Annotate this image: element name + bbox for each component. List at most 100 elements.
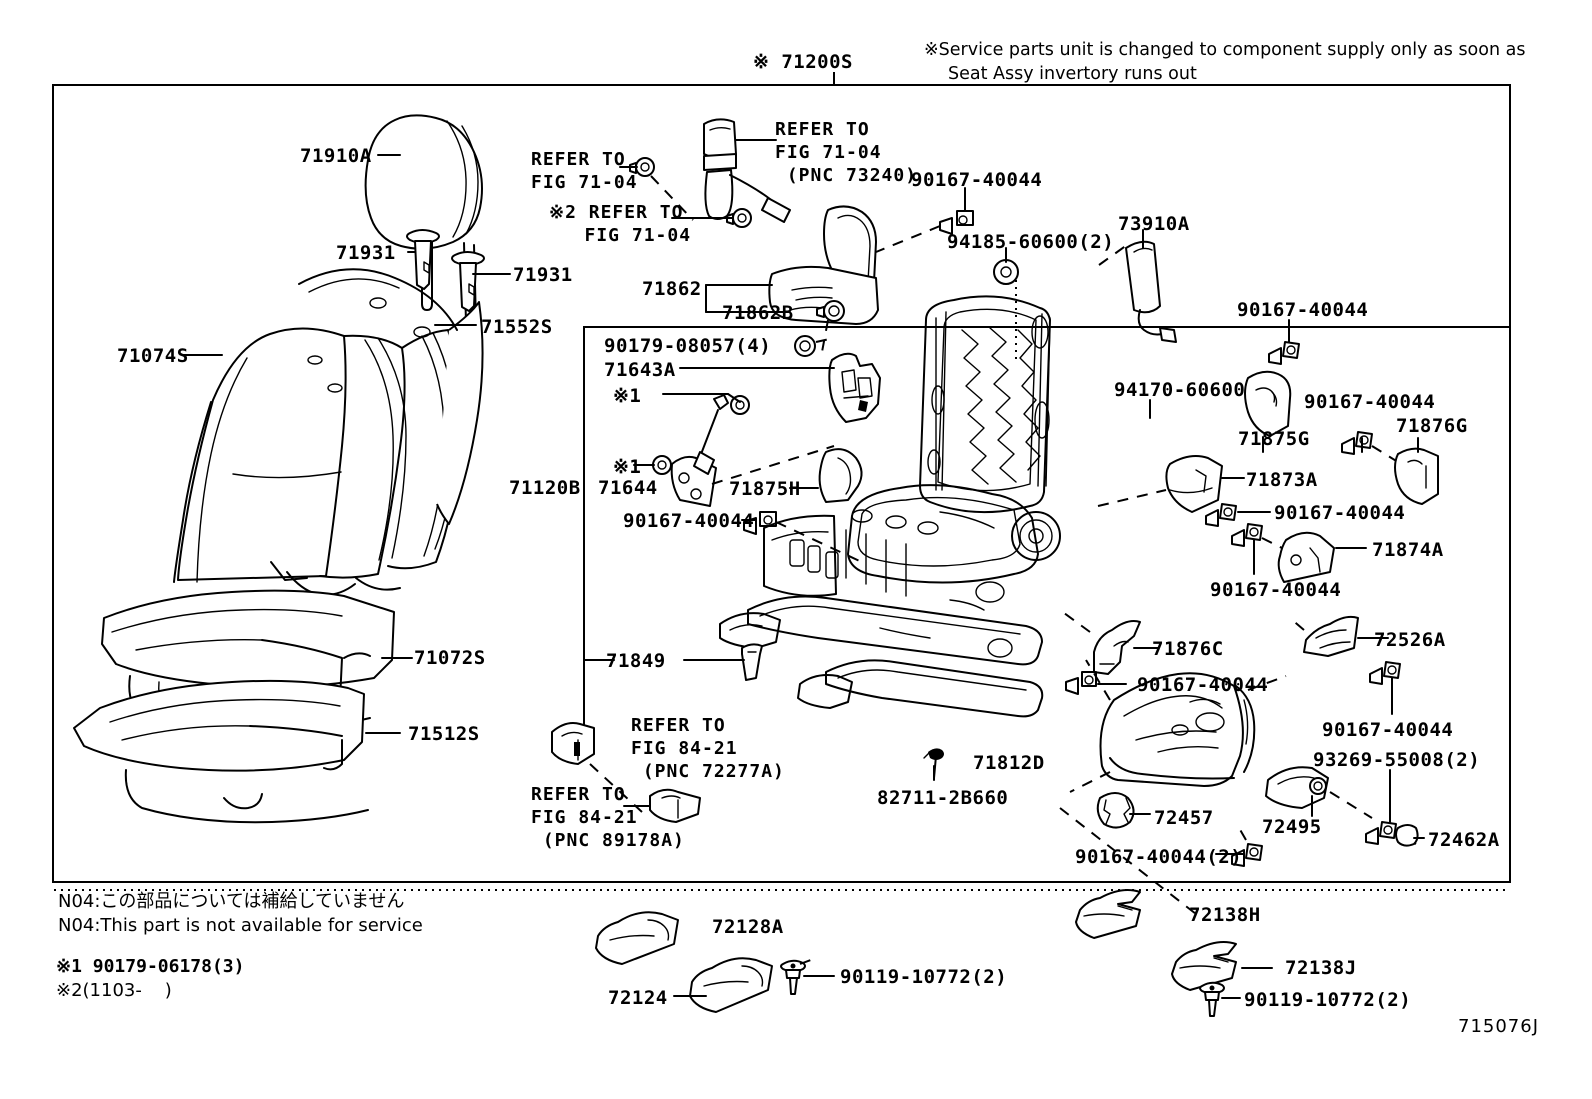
part-bolt-71931-left (407, 230, 439, 289)
part-headrest-71910A (366, 115, 482, 329)
figure-id: 715076J (1458, 1016, 1540, 1037)
part-seatback-71074S (174, 269, 483, 595)
callout-90167-c: 90167-40044 (1304, 391, 1436, 413)
callout-refer-7104-pnc: REFER TO FIG 71-04 (PNC 73240) (775, 119, 918, 187)
callout-90167-g: 90167-40044 (1137, 674, 1269, 696)
part-screw-90167-c (1342, 432, 1372, 454)
callout-72462A: 72462A (1428, 829, 1500, 851)
callout-72128A: 72128A (712, 916, 784, 938)
part-71812D-shield (1101, 673, 1255, 786)
callout-71512S: 71512S (408, 723, 480, 745)
part-72526A (1304, 617, 1358, 656)
callout-90167-e: 90167-40044 (1210, 579, 1342, 601)
callout-90167-b: 90167-40044 (1237, 299, 1369, 321)
callout-71910A: 71910A (300, 145, 372, 167)
callout-71873A: 71873A (1246, 469, 1318, 491)
leader-71200S (833, 72, 835, 86)
callout-90167-h: 90167-40044 (1322, 719, 1454, 741)
part-73910A-unit (1126, 242, 1176, 342)
callout-72457: 72457 (1154, 807, 1214, 829)
part-screw-90167-f (744, 512, 776, 534)
part-screw-90167-b (1269, 342, 1299, 364)
part-nut-mark1-b (653, 456, 671, 474)
part-screw-90167-g (1066, 672, 1096, 694)
part-nut-94185 (994, 260, 1018, 284)
part-71874A (1279, 533, 1334, 582)
callout-73910A: 73910A (1118, 213, 1190, 235)
callout-71874A: 71874A (1372, 539, 1444, 561)
part-screw-90119-b (1200, 983, 1224, 1016)
callout-90119-b: 90119-10772(2) (1244, 989, 1412, 1011)
part-71862-handle (769, 206, 878, 324)
callout-71552S: 71552S (481, 316, 553, 338)
callout-refer-7104-a: REFER TO FIG 71-04 (531, 149, 638, 194)
callout-72124: 72124 (608, 987, 668, 1009)
part-screw-90119-a (781, 961, 805, 994)
part-refer8421-clip-b (650, 790, 700, 822)
footnote-mark2: ※2(1103- ) (56, 980, 172, 1001)
part-screw-90167-a (940, 211, 973, 234)
callout-71876C: 71876C (1152, 638, 1224, 660)
part-72138H (1076, 890, 1140, 938)
callout-refer-8421-b: REFER TO FIG 84-21 (PNC 89178A) (531, 784, 685, 852)
part-72457-knob (1098, 793, 1134, 828)
diagram-outer-frame (52, 84, 1511, 883)
part-72124 (690, 958, 772, 1012)
part-screw-90167-h (1370, 662, 1400, 684)
callout-71120B: 71120B (509, 477, 581, 499)
part-72495-handle (1266, 767, 1328, 808)
callout-90119-a: 90119-10772(2) (840, 966, 1008, 988)
part-screw-90167-e (1232, 524, 1262, 546)
callout-refer-8421-a: REFER TO FIG 84-21 (PNC 72277A) (631, 715, 785, 783)
callout-mark1-a: ※1 (613, 385, 642, 407)
part-71643A (829, 354, 880, 422)
part-nut-90179 (795, 336, 815, 356)
callout-71875G: 71875G (1238, 428, 1310, 450)
part-72128A (596, 912, 678, 964)
callout-72526A: 72526A (1374, 629, 1446, 651)
callout-71849: 71849 (606, 650, 666, 672)
part-seatpad-71512S (74, 681, 368, 822)
callout-71876G: 71876G (1396, 415, 1468, 437)
part-seat-frame-assembly (720, 296, 1060, 716)
part-71876G (1395, 449, 1438, 504)
callout-71862: 71862 (642, 278, 702, 300)
part-72138J (1172, 942, 1236, 990)
callout-94170: 94170-60600 (1114, 379, 1246, 401)
callout-71931-right: 71931 (513, 264, 573, 286)
part-refer8421-clip-a (552, 723, 594, 764)
callout-71072S: 71072S (414, 647, 486, 669)
callout-71643A: 71643A (604, 359, 676, 381)
footnote-n04-jp: N04:この部品については補給していません (58, 891, 405, 912)
part-71644-link (672, 395, 728, 506)
callout-71200S: ※ 71200S (753, 51, 853, 73)
callout-94185: 94185-60600(2) (947, 231, 1115, 253)
callout-82711: 82711-2B660 (877, 787, 1009, 809)
part-screw-90167-d (1206, 504, 1236, 526)
part-71875H (820, 449, 862, 502)
callout-90167-a: 90167-40044 (911, 169, 1043, 191)
part-71849-plug (742, 644, 762, 680)
footnote-mark1: ※1 90179-06178(3) (56, 956, 245, 977)
callout-72495: 72495 (1262, 816, 1322, 838)
part-71875G (1245, 372, 1290, 436)
part-bolt-71931-right (452, 252, 484, 311)
callout-71812D: 71812D (973, 752, 1045, 774)
callout-90179: 90179-08057(4) (604, 335, 772, 357)
callout-71862B: 71862B (722, 302, 794, 324)
callout-72138H: 72138H (1189, 904, 1261, 926)
part-71876C (1094, 621, 1140, 674)
header-note-line1: ※Service parts unit is changed to compon… (924, 40, 1526, 60)
header-note-line2: Seat Assy invertory runs out (948, 64, 1197, 84)
callout-72138J: 72138J (1285, 957, 1357, 979)
callout-90167-i: 90167-40044(2) (1075, 846, 1243, 868)
part-belt-buckle (704, 119, 790, 222)
footnote-n04-en: N04:This part is not available for servi… (58, 915, 423, 936)
part-screw-93269 (1366, 822, 1396, 844)
callout-93269: 93269-55008(2) (1313, 749, 1481, 771)
callout-71644: 71644 (598, 477, 658, 499)
callout-90167-f: 90167-40044 (623, 510, 755, 532)
part-nut-71862B (817, 301, 844, 321)
callout-71875H: 71875H (729, 478, 801, 500)
